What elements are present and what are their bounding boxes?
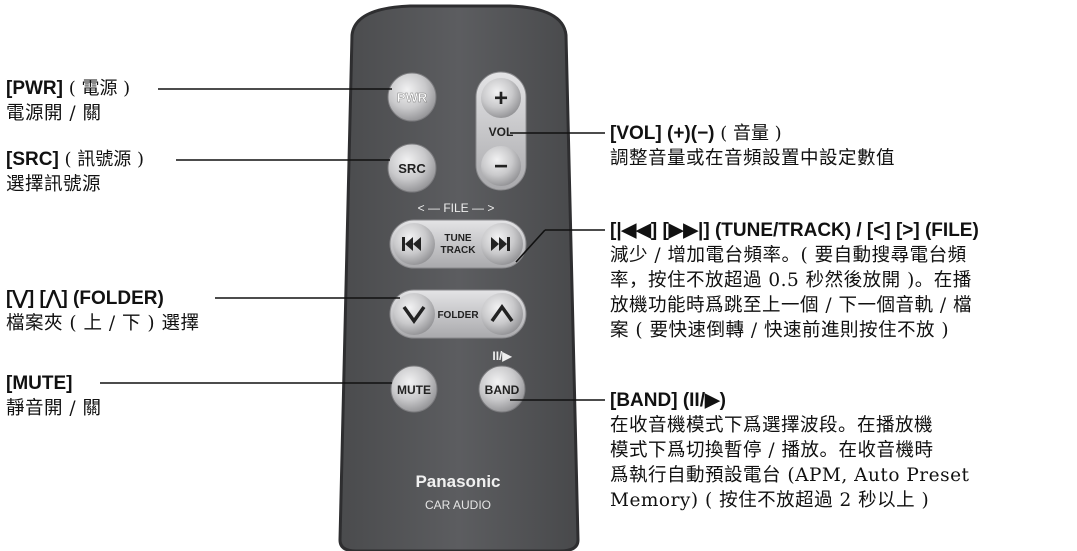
track-label: TRACK <box>441 245 477 256</box>
vol-label: VOL <box>489 125 514 139</box>
tune-callout-desc-3: 放機功能時爲跳至上一個 / 下一個音軌 / 檔 <box>610 295 972 316</box>
src-callout: [SRC] ( 訊號源 ) 選擇訊號源 <box>6 147 144 197</box>
next-track-icon <box>491 237 510 251</box>
pwr-callout-desc: 電源開 / 關 <box>6 103 102 124</box>
tune-callout-desc-2: 率，按住不放超過 0.5 秒然後放開 )。在播 <box>610 270 972 291</box>
tune-callout-desc-4: 案 ( 要快速倒轉 / 快速前進則按住不放 ) <box>610 320 950 341</box>
leader-line-tune <box>515 229 546 263</box>
src-button: SRC <box>387 143 437 193</box>
tune-callout-desc-1: 減少 / 增加電台頻率。( 要自動搜尋電台頻 <box>610 245 967 266</box>
brand-logo: Panasonic <box>415 472 500 491</box>
mute-callout-desc: 靜音開 / 關 <box>6 398 102 419</box>
pwr-button: PWR <box>387 72 437 122</box>
pause-play-label: II/▶ <box>492 349 512 363</box>
folder-label: FOLDER <box>437 310 479 321</box>
band-callout-desc-4: Memory) ( 按住不放超過 2 秒以上 ) <box>610 490 930 511</box>
band-callout-desc-1: 在收音機模式下爲選擇波段。在播放機 <box>610 415 934 436</box>
folder-callout: [⋁] [⋀] (FOLDER) 檔案夾 ( 上 / 下 ) 選擇 <box>6 286 199 336</box>
band-button-label[interactable]: BAND <box>485 383 520 397</box>
tune-callout-title: [|◀◀] [▶▶|] (TUNE/TRACK) / [<] [>] (FILE… <box>610 220 979 241</box>
tune-callout: [|◀◀] [▶▶|] (TUNE/TRACK) / [<] [>] (FILE… <box>610 218 979 343</box>
folder-up-icon <box>490 303 514 323</box>
folder-down-icon <box>402 305 426 325</box>
pwr-callout-title: [PWR] <box>6 78 63 99</box>
brand-subtitle: CAR AUDIO <box>425 498 491 512</box>
src-callout-title: [SRC] <box>6 149 59 170</box>
mute-callout: [MUTE] 靜音開 / 關 <box>6 371 102 421</box>
band-callout-title: [BAND] (II/▶) <box>610 390 726 411</box>
pwr-callout: [PWR] ( 電源 ) 電源開 / 關 <box>6 76 130 126</box>
mute-callout-title: [MUTE] <box>6 373 73 394</box>
band-button: BAND <box>478 365 526 413</box>
band-callout-desc-3: 爲執行自動預設電台 (APM, Auto Preset <box>610 465 970 486</box>
remote-body <box>338 4 580 551</box>
pwr-button-label[interactable]: PWR <box>397 90 428 105</box>
folder-callout-title: [⋁] [⋀] (FOLDER) <box>6 288 164 309</box>
mute-button-label[interactable]: MUTE <box>397 383 431 397</box>
band-callout-desc-2: 模式下爲切換暫停 / 播放。在收音機時 <box>610 440 934 461</box>
src-callout-title-cn: ( 訊號源 ) <box>58 149 145 170</box>
vol-callout-title: [VOL] (+)(−) <box>610 123 715 144</box>
vol-plus-label[interactable]: + <box>494 85 508 112</box>
file-label: < — FILE — > <box>418 201 495 215</box>
vol-minus-label[interactable]: − <box>494 153 508 180</box>
band-callout: [BAND] (II/▶) 在收音機模式下爲選擇波段。在播放機 模式下爲切換暫停… <box>610 388 969 513</box>
mute-button: MUTE <box>390 365 438 413</box>
vol-rocker: + VOL − <box>475 71 527 191</box>
vol-callout-desc: 調整音量或在音頻設置中設定數值 <box>610 148 896 169</box>
folder-rocker: FOLDER <box>389 289 527 339</box>
folder-callout-desc: 檔案夾 ( 上 / 下 ) 選擇 <box>6 313 200 334</box>
prev-track-icon <box>402 237 421 251</box>
vol-callout-title-cn: ( 音量 ) <box>714 123 782 144</box>
src-callout-desc: 選擇訊號源 <box>6 174 102 195</box>
vol-callout: [VOL] (+)(−) ( 音量 ) 調整音量或在音頻設置中設定數值 <box>610 121 895 171</box>
tune-label: TUNE <box>444 233 472 244</box>
tune-track-rocker: TUNE TRACK <box>389 219 527 269</box>
src-button-label[interactable]: SRC <box>398 161 426 176</box>
pwr-callout-title-cn: ( 電源 ) <box>62 78 131 99</box>
